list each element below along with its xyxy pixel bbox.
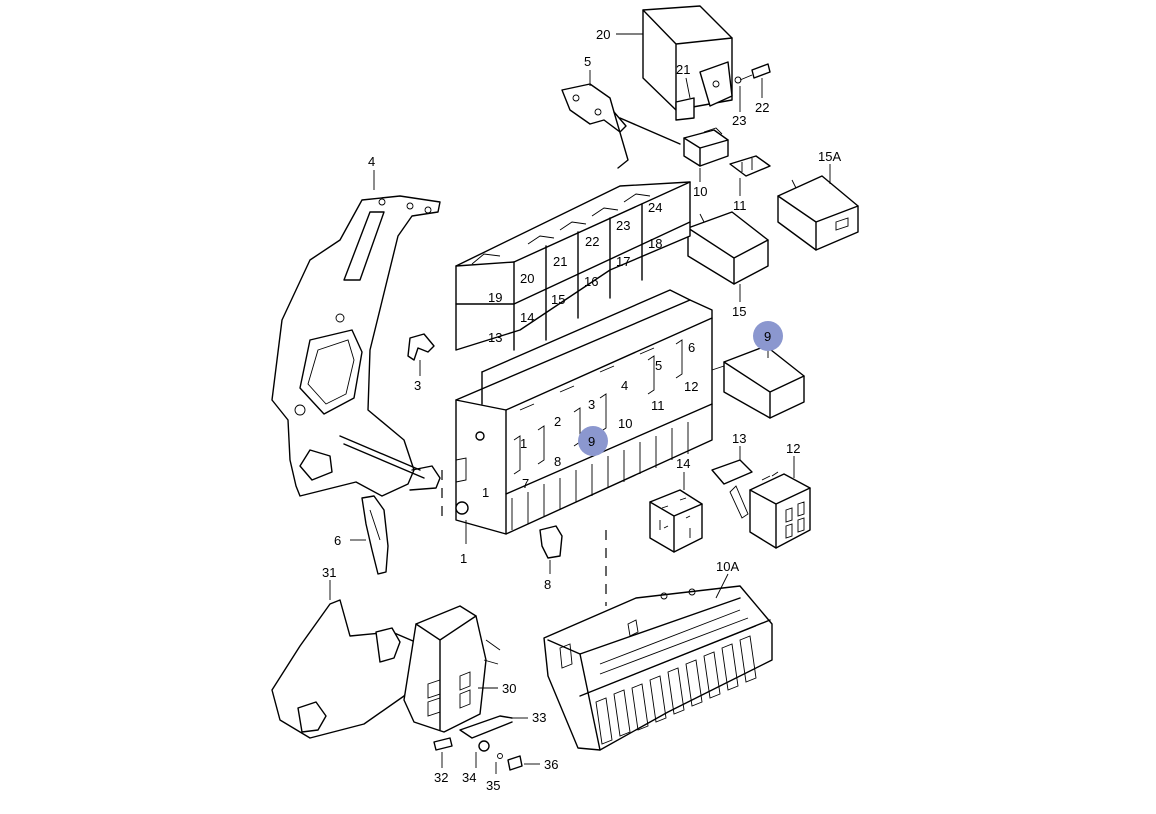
slot-label-15: 15 (551, 292, 565, 307)
callout-13: 13 (732, 431, 746, 446)
part-22-screw (739, 63, 771, 81)
slot-label-4: 4 (621, 378, 628, 393)
callout-9-right: 9 (764, 329, 771, 344)
part-14-socket (649, 489, 703, 553)
callout-31: 31 (322, 565, 336, 580)
part-9-relay (711, 345, 805, 419)
part-12-socket (749, 471, 811, 549)
part-15a-relay (777, 175, 859, 251)
callout-10: 10 (693, 184, 707, 199)
part-5-bracket (561, 83, 681, 169)
part-10a-connector-housing (543, 585, 773, 751)
part-20-housing (642, 5, 733, 121)
callout-10a: 10A (716, 559, 739, 574)
callout-12: 12 (786, 441, 800, 456)
callout-22: 22 (755, 100, 769, 115)
callout-11: 11 (733, 198, 747, 213)
part-13-clip (711, 459, 753, 519)
slot-label-2: 2 (554, 414, 561, 429)
callout-35: 35 (486, 778, 500, 793)
slot-label-11: 11 (651, 398, 665, 413)
callout-5: 5 (584, 54, 591, 69)
slot-label-21: 21 (553, 254, 567, 269)
part-32-screw (433, 737, 453, 751)
callout-30: 30 (502, 681, 516, 696)
callout-15a: 15A (818, 149, 841, 164)
part-4-bracket (271, 195, 441, 497)
callout-33: 33 (532, 710, 546, 725)
slot-label-20: 20 (520, 271, 534, 286)
callout-34: 34 (462, 770, 476, 785)
slot-label-5: 5 (655, 358, 662, 373)
callout-1: 1 (460, 551, 467, 566)
part-6-clip (361, 495, 389, 575)
callout-21: 21 (676, 62, 690, 77)
part-10-connector (683, 127, 729, 167)
slot-label-14: 14 (520, 310, 534, 325)
slot-label-18: 18 (648, 236, 662, 251)
part-30-relay-plate (403, 605, 501, 733)
part-15-relay (687, 211, 769, 285)
slot-label-13: 13 (488, 330, 502, 345)
relay-carrier-block (455, 181, 691, 351)
slot-label-6: 6 (688, 340, 695, 355)
callout-15: 15 (732, 304, 746, 319)
part-34-washer (478, 740, 490, 752)
callout-1-side: 1 (482, 485, 489, 500)
slot-label-1: 1 (520, 436, 527, 451)
slot-label-7: 7 (522, 476, 529, 491)
part-35-washer (497, 753, 503, 759)
callout-6: 6 (334, 533, 341, 548)
slot-label-19: 19 (488, 290, 502, 305)
slot-label-16: 16 (584, 274, 598, 289)
slot-label-22: 22 (585, 234, 599, 249)
callout-20: 20 (596, 27, 610, 42)
slot-label-8: 8 (554, 454, 561, 469)
slot-label-9: 9 (588, 434, 595, 449)
part-1-central-box (455, 289, 713, 535)
slot-label-3: 3 (588, 397, 595, 412)
callout-8: 8 (544, 577, 551, 592)
part-8-clip (539, 525, 563, 559)
part-23-washer (734, 76, 742, 84)
slot-label-24: 24 (648, 200, 662, 215)
slot-label-17: 17 (616, 254, 630, 269)
callout-3: 3 (414, 378, 421, 393)
callout-4: 4 (368, 154, 375, 169)
callout-36: 36 (544, 757, 558, 772)
slot-label-12: 12 (684, 379, 698, 394)
part-33-clamp (459, 715, 513, 739)
callout-32: 32 (434, 770, 448, 785)
part-3-clip (407, 333, 435, 361)
highlight-marker-9-right (753, 321, 783, 351)
part-11-clip (729, 155, 771, 177)
part-31-bracket (271, 599, 425, 739)
slot-label-10: 10 (618, 416, 632, 431)
slot-label-23: 23 (616, 218, 630, 233)
highlight-marker-9-box (578, 426, 608, 456)
part-36-screw (507, 755, 523, 771)
callout-14: 14 (676, 456, 690, 471)
callout-23: 23 (732, 113, 746, 128)
